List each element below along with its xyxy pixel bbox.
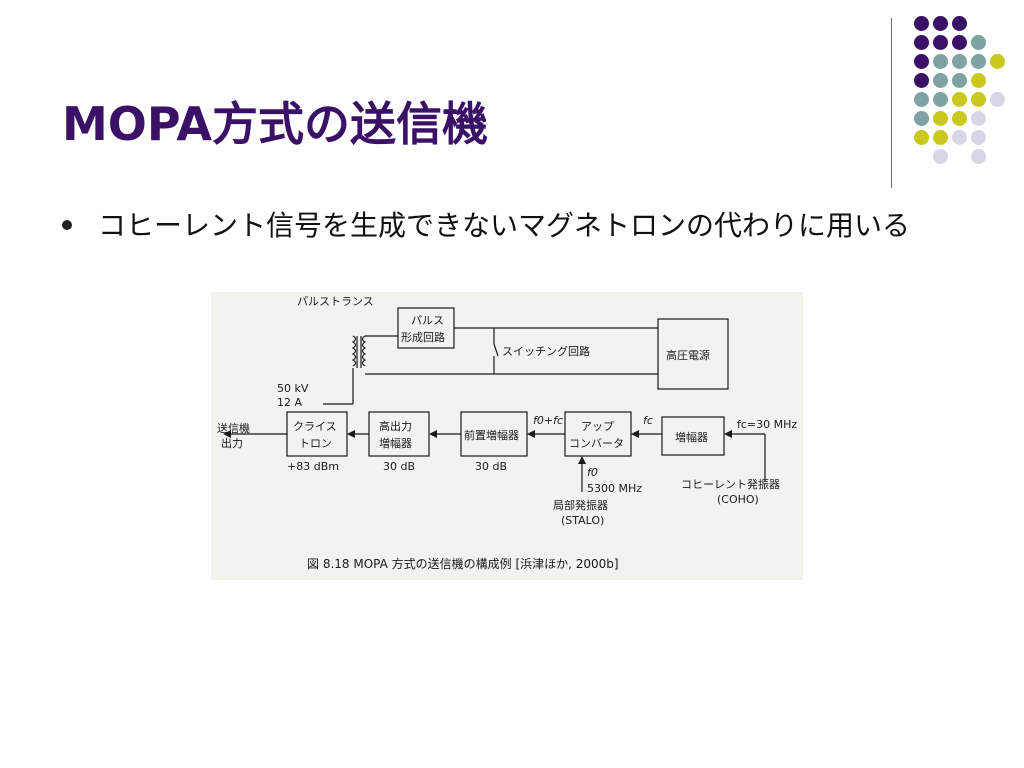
fig-caption: 図 8.18 MOPA 方式の送信機の構成例 [浜津ほか, 2000b] [307,556,619,571]
fig-current: 12 A [277,396,302,409]
fig-switch: スイッチング回路 [502,344,590,358]
fig-f-sum: f0+fc [533,414,563,427]
fig-hv-supply: 高圧電源 [666,348,710,362]
fig-coho-2: (COHO) [717,493,759,506]
fig-pulse-circuit-1: パルス [411,314,444,327]
fig-f0-value: 5300 MHz [587,482,642,495]
divider-line [891,18,892,188]
fig-voltage: 50 kV [277,382,309,395]
slide-title: MOPA方式の送信機 [62,97,488,151]
fig-coho-1: コヒーレント発振器 [681,477,780,491]
fig-klystron-1: クライス [293,420,337,433]
fig-klystron-2: トロン [299,437,332,450]
fig-hp-amp-1: 高出力 [379,419,412,433]
fig-amp: 増幅器 [675,431,708,444]
fig-pulse-transformer: パルストランス [297,295,374,308]
fig-fc: fc [643,414,653,427]
fig-stalo-1: 局部発振器 [553,498,608,512]
fig-output-2: 出力 [221,436,243,450]
fig-upconv-2: コンバータ [569,437,624,450]
fig-gain-3: 30 dB [475,460,507,473]
fig-hp-amp-2: 増幅器 [379,437,412,450]
fig-pre-amp: 前置増幅器 [464,428,519,442]
fig-output-1: 送信機 [217,421,250,435]
bullet-text: コヒーレント信号を生成できないマグネトロンの代わりに用いる [98,209,911,242]
fig-fc-value: fc=30 MHz [737,418,797,431]
bullet-item: コヒーレント信号を生成できないマグネトロンの代わりに用いる [62,204,910,244]
fig-pulse-circuit-2: 形成回路 [401,331,445,344]
block-diagram-figure: パルストランス パルス 形成回路 スイッチング回路 高圧電源 50 kV 12 … [211,292,803,580]
bullet-marker [62,220,72,230]
fig-stalo-2: (STALO) [561,514,604,527]
fig-f0: f0 [587,466,598,479]
fig-gain-2: 30 dB [383,460,415,473]
fig-gain-1: +83 dBm [287,460,339,473]
fig-upconv-1: アップ [581,420,614,433]
